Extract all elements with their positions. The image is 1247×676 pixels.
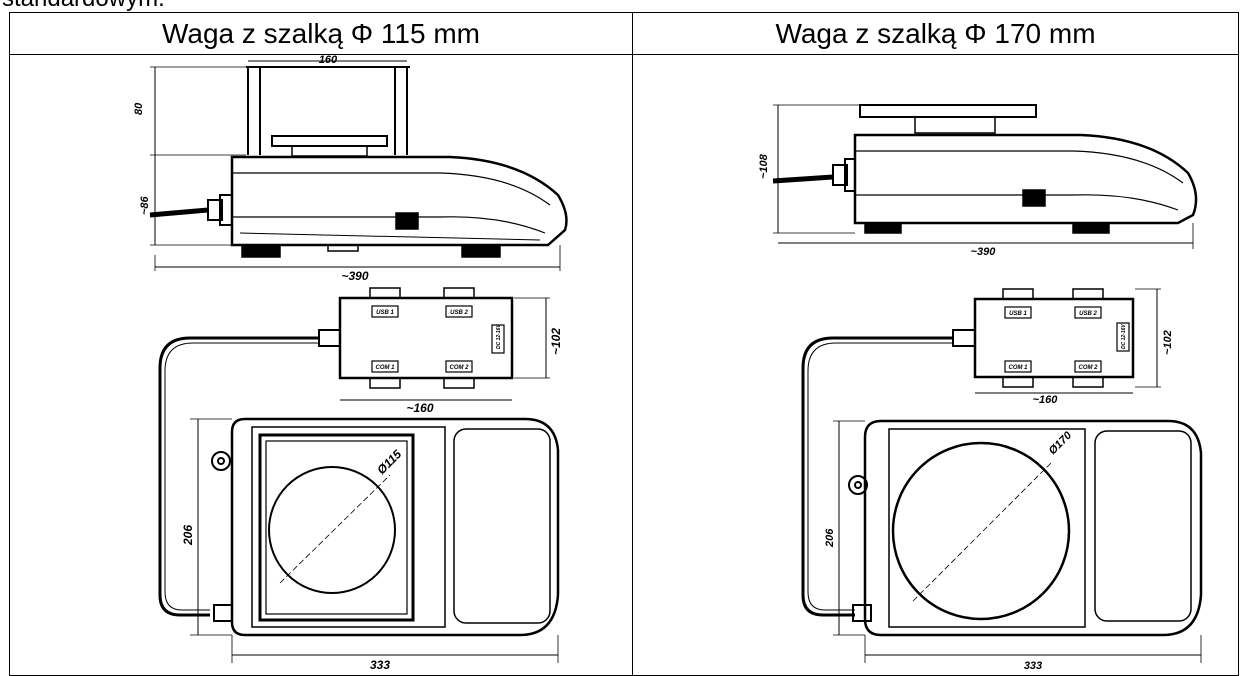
column-header-115: Waga z szalką Φ 115 mm — [9, 12, 633, 55]
dim-depth: 206 — [181, 525, 195, 546]
dim-length-170: ~390 — [971, 246, 997, 258]
port-dc: DC 12-16V — [496, 324, 502, 349]
dim-depth-170: 206 — [824, 528, 836, 548]
interface-module-170 — [801, 288, 1161, 617]
dim-draft-width: 160 — [319, 55, 338, 66]
dim-draft-height: 80 — [133, 102, 145, 115]
top-view-115 — [190, 417, 560, 663]
drawing-cell-170: ~108 ~390 — [632, 54, 1239, 676]
port-com2: COM 2 — [449, 365, 469, 371]
dim-width-170: 333 — [1024, 660, 1042, 672]
dim-module-width: ~160 — [406, 401, 433, 415]
side-view-115 — [149, 60, 568, 271]
dim-pan-diameter-170: Ø170 — [1047, 429, 1075, 457]
drawing-cell-115: 160 80 ~86 ~390 — [9, 54, 633, 676]
port-usb2: USB 2 — [450, 310, 468, 316]
page-text-fragment: standardowym. — [2, 0, 165, 11]
dim-module-height-170: ~102 — [1162, 330, 1174, 355]
top-view-170 — [833, 419, 1203, 663]
table-drawing-row: 160 80 ~86 ~390 — [9, 54, 1239, 676]
scale-drawing-170: ~108 ~390 — [758, 104, 1203, 672]
port-com1-170: COM 1 — [1008, 365, 1028, 371]
column-header-170: Waga z szalką Φ 170 mm — [632, 12, 1239, 55]
scale-drawing-115: 160 80 ~86 ~390 — [133, 55, 568, 672]
port-com2-170: COM 2 — [1078, 365, 1098, 371]
dim-module-width-170: ~160 — [1033, 394, 1059, 406]
dim-module-height: ~102 — [549, 328, 563, 355]
port-usb2-170: USB 2 — [1079, 311, 1097, 317]
interface-module-115 — [158, 287, 550, 617]
dim-width: 333 — [370, 658, 390, 672]
table-header-row: Waga z szalką Φ 115 mm Waga z szalką Φ 1… — [9, 12, 1239, 55]
dim-length: ~390 — [341, 269, 368, 283]
dim-total-height: ~108 — [758, 153, 770, 179]
side-view-170 — [772, 104, 1198, 249]
port-usb1-170: USB 1 — [1009, 311, 1027, 317]
dimensions-table: Waga z szalką Φ 115 mm Waga z szalką Φ 1… — [9, 12, 1239, 676]
port-dc-170: DC 12-16V — [1121, 324, 1127, 349]
dim-body-height: ~86 — [139, 195, 151, 215]
port-com1: COM 1 — [375, 365, 395, 371]
dim-pan-diameter: Ø115 — [374, 447, 404, 477]
port-usb1: USB 1 — [376, 310, 394, 316]
